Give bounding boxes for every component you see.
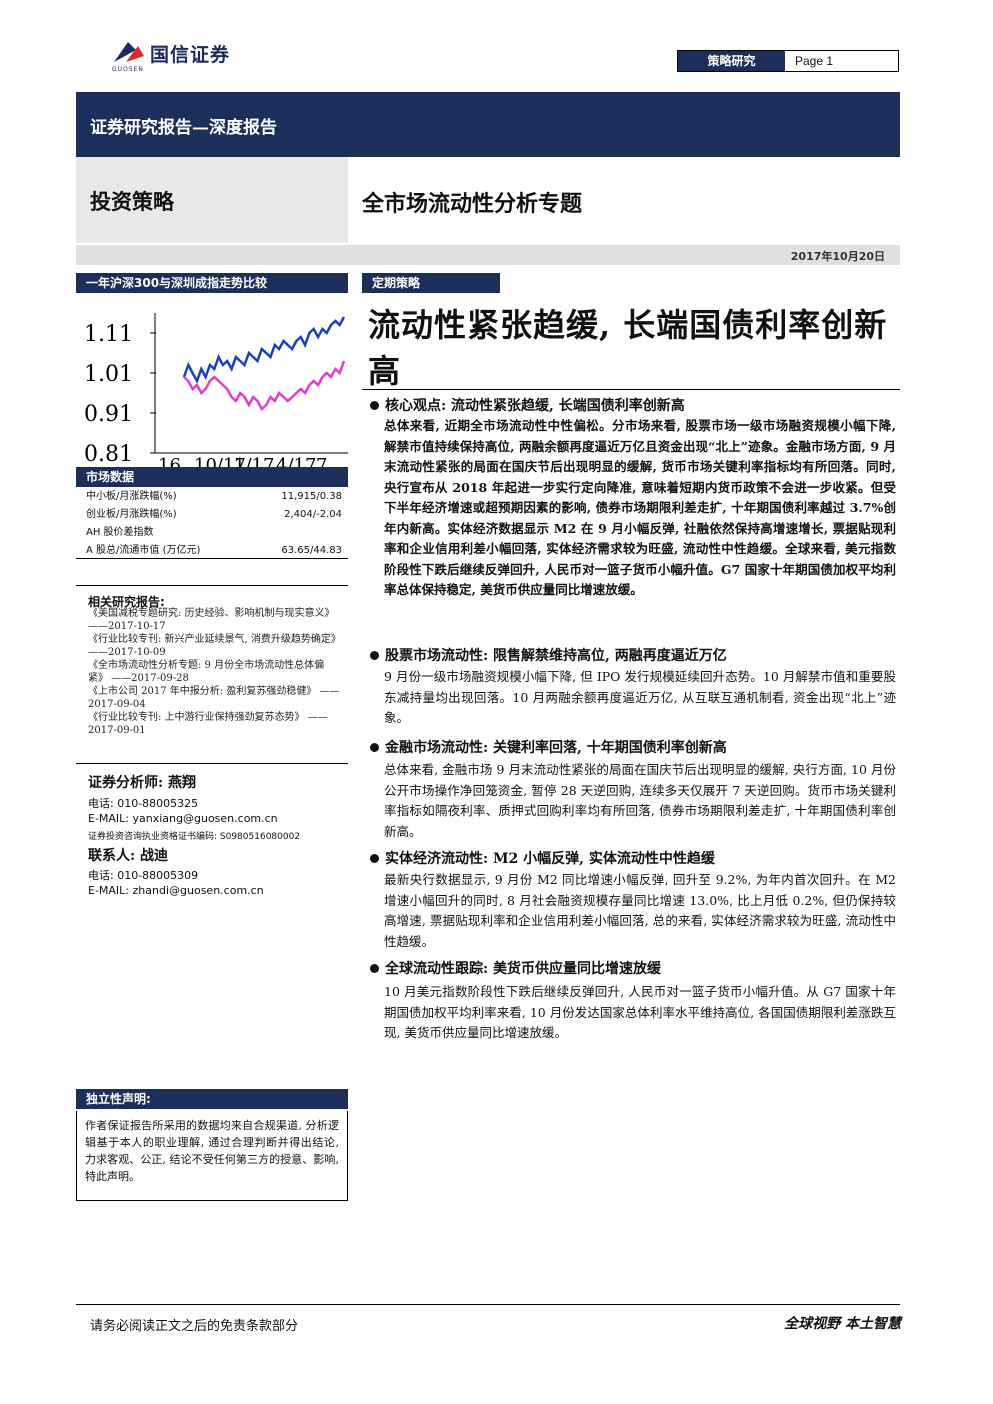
date-bar	[76, 245, 900, 265]
y-tick-label: 0.81	[84, 442, 133, 467]
section-title: 股票市场流动性: 限售解禁维持高位, 两融再度逼近万亿	[370, 645, 727, 665]
header-box: 策略研究 Page 1	[677, 50, 899, 72]
report-type-band	[76, 92, 900, 157]
market-value: 63.65/44.83	[281, 545, 342, 556]
divider	[76, 763, 348, 764]
market-value: 11,915/0.38	[281, 491, 342, 502]
contact-name: 联系人: 战迪	[88, 848, 169, 864]
divider	[76, 585, 348, 586]
section-band	[76, 157, 348, 243]
market-label: AH 股价差指数	[86, 527, 154, 538]
section-title: 金融市场流动性: 关键利率回落, 十年期国债利率创新高	[370, 737, 727, 757]
x-tick-label: 7	[316, 455, 327, 476]
section-body: 最新央行数据显示, 9 月份 M2 同比增速小幅反弹, 回升至 9.2%, 为年…	[384, 872, 896, 949]
market-data-title: 市场数据	[76, 467, 348, 487]
declaration-body: 作者保证报告所采用的数据均来自合规渠道, 分析逻辑基于本人的职业理解, 通过合理…	[76, 1111, 348, 1201]
report-type: 证券研究报告—深度报告	[90, 118, 277, 138]
report-topic: 全市场流动性分析专题	[362, 191, 583, 217]
related-report-item: 《美国减税专题研究: 历史经验、影响机制与现实意义》 ——2017-10-17	[88, 608, 335, 632]
section-body: 9 月份一级市场融资规模小幅下降, 但 IPO 发行规模延续回升态势。10 月解…	[384, 669, 896, 725]
series-line-0	[182, 316, 346, 385]
guosen-logo-icon	[114, 42, 144, 62]
section-name: 投资策略	[90, 189, 174, 214]
related-report-item: 《行业比较专刊: 新兴产业延续景气, 消费升级趋势确定》 ——2017-10-0…	[88, 634, 341, 658]
related-report-item: 《全市场流动性分析专题: 9 月份全市场流动性总体偏紧》 ——2017-09-2…	[88, 660, 325, 684]
y-tick-label: 1.01	[84, 362, 133, 387]
section-title: 实体经济流动性: M2 小幅反弹, 实体流动性中性趋缓	[370, 848, 715, 868]
bullet-icon	[370, 853, 379, 863]
market-row: 中小板/月涨跌幅(%) 11,915/0.38	[86, 488, 342, 506]
market-row: AH 股价差指数	[86, 524, 342, 542]
chart-title: 一年沪深300与深圳成指走势比较	[76, 273, 348, 293]
market-row: A 股总/流通市值 (万亿元) 63.65/44.83	[86, 542, 342, 560]
header-category: 策略研究	[678, 51, 785, 71]
analyst-email[interactable]: E-MAIL: yanxiang@guosen.com.cn	[88, 812, 278, 825]
contact-email[interactable]: E-MAIL: zhandi@guosen.com.cn	[88, 884, 264, 897]
related-reports-list: 《美国减税专题研究: 历史经验、影响机制与现实意义》 ——2017-10-17《…	[88, 607, 344, 737]
divider	[76, 558, 348, 559]
section-body: 总体来看, 金融市场 9 月末流动性紧张的局面在国庆节后出现明显的缓解, 央行方…	[384, 762, 896, 839]
bullet-icon	[370, 650, 379, 660]
headline: 流动性紧张趋缓, 长端国债利率创新高	[368, 306, 888, 390]
market-value: 2,404/-2.04	[284, 509, 342, 520]
bullet-icon	[370, 963, 379, 973]
market-row: 创业板/月涨跌幅(%) 2,404/-2.04	[86, 506, 342, 524]
market-data-table: 中小板/月涨跌幅(%) 11,915/0.38 创业板/月涨跌幅(%) 2,404/-…	[86, 488, 342, 560]
bullet-icon	[370, 400, 379, 410]
y-tick-label: 1.11	[84, 322, 133, 347]
logo-name: 国信证券	[150, 44, 231, 66]
market-label: A 股总/流通市值 (万亿元)	[86, 545, 201, 556]
analyst-phone: 电话: 010-88005325	[88, 797, 199, 810]
report-date: 2017年10月20日	[790, 250, 885, 263]
section-title: 核心观点: 流动性紧张趋缓, 长端国债利率创新高	[370, 395, 685, 415]
market-label: 中小板/月涨跌幅(%)	[86, 491, 177, 502]
bullet-icon	[370, 742, 379, 752]
logo-sub: GUOSEN	[112, 66, 144, 73]
analyst-name: 证券分析师: 燕翔	[88, 775, 197, 791]
y-tick-label: 0.91	[84, 402, 133, 427]
disclaimer-note: 请务必阅读正文之后的免责条款部分	[90, 1319, 299, 1334]
page-number: Page 1	[795, 54, 834, 68]
declaration-title: 独立性声明:	[76, 1089, 348, 1109]
divider	[362, 389, 900, 390]
section-title: 全球流动性跟踪: 美货币供应量同比增速放缓	[370, 958, 661, 978]
footer-slogan: 全球视野 本土智慧	[784, 1316, 901, 1332]
report-tag: 定期策略	[362, 273, 500, 293]
related-reports-title: 相关研究报告:	[88, 595, 165, 609]
section-body: 10 月美元指数阶段性下跌后继续反弹回升, 人民币对一篮子货币小幅升值。从 G7…	[384, 984, 896, 1040]
related-report-item: 《上市公司 2017 年中报分析: 盈利复苏强劲稳健》 ——2017-09-04	[88, 686, 340, 710]
related-report-item: 《行业比较专刊: 上中游行业保持强劲复苏态势》 ——2017-09-01	[88, 712, 328, 736]
market-label: 创业板/月涨跌幅(%)	[86, 509, 177, 520]
series-line-1	[183, 360, 346, 412]
section-body: 总体来看, 近期全市场流动性中性偏松。分市场来看, 股票市场一级市场融资规模小幅…	[384, 418, 896, 597]
analyst-cert: 证券投资咨询执业资格证书编码: S0980516080002	[88, 832, 301, 842]
footer-divider	[76, 1304, 900, 1305]
contact-phone: 电话: 010-88005309	[88, 869, 199, 882]
